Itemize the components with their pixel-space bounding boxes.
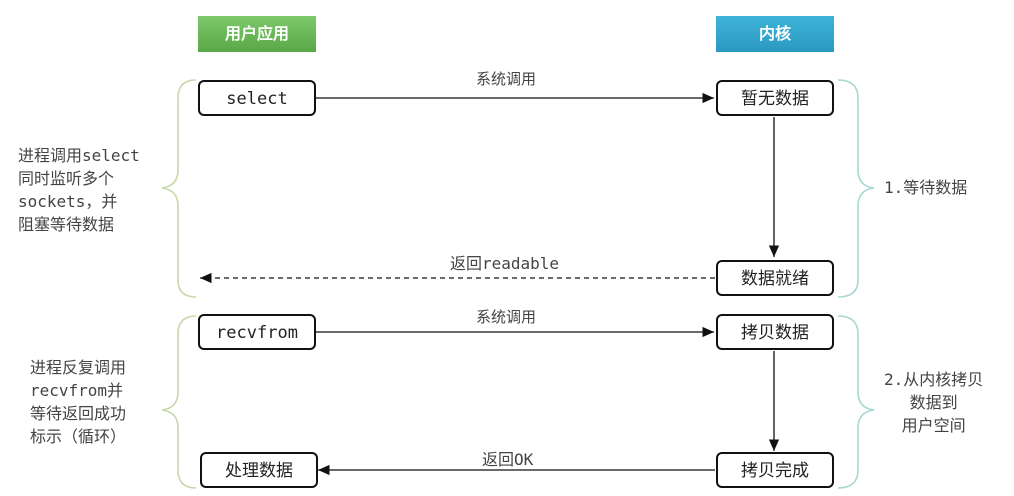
return-ok-label: 返回OK [482,450,534,469]
note-line: 进程调用select [18,146,140,165]
note-line: 等待返回成功 [30,404,127,423]
note-line: 进程反复调用 [30,358,127,377]
left-bracket-phase1 [161,79,197,298]
note-line: 2.从内核拷贝 [884,370,984,389]
right-note-phase1: 1.等待数据 [884,176,967,199]
kernel-header: 内核 [716,16,834,52]
left-note-phase1: 进程调用select 同时监听多个 sockets，并 阻塞等待数据 [18,144,140,236]
syscall-label-2: 系统调用 [476,308,537,326]
kernel-no-data-box: 暂无数据 [716,80,834,116]
syscall-label-1: 系统调用 [476,70,537,88]
right-bracket-phase2 [837,315,875,489]
user-app-header: 用户应用 [198,16,316,52]
note-line: 1.等待数据 [884,178,968,197]
note-line: 用户空间 [901,416,966,435]
kernel-copy-done-box: 拷贝完成 [716,452,834,488]
note-line: 标示（循环） [30,427,127,446]
kernel-data-ready-box: 数据就绪 [716,260,834,296]
process-data-box: 处理数据 [200,452,318,488]
note-line: 阻塞等待数据 [18,215,115,234]
kernel-copy-data-box: 拷贝数据 [716,314,834,350]
left-bracket-phase2 [161,315,197,489]
note-line: 同时监听多个 [18,169,115,188]
return-readable-label: 返回readable [450,254,560,273]
select-call-box: select [198,80,316,116]
left-note-phase2: 进程反复调用 recvfrom并 等待返回成功 标示（循环） [30,356,126,448]
right-note-phase2: 2.从内核拷贝 数据到 用户空间 [884,368,983,437]
note-line: recvfrom并 [30,381,124,400]
note-line: 数据到 [909,393,958,412]
right-bracket-phase1 [837,79,875,298]
note-line: sockets，并 [18,192,118,211]
recvfrom-call-box: recvfrom [198,314,316,350]
